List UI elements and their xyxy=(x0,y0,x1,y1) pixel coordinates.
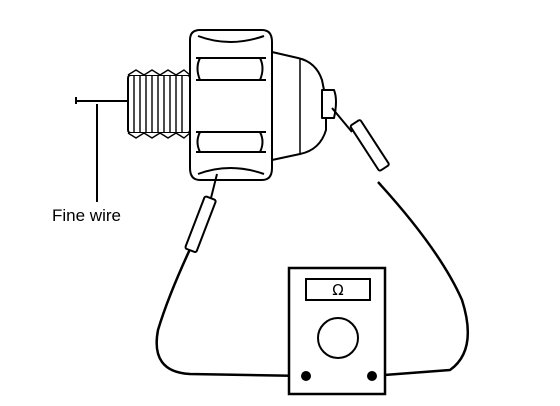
ohmmeter-display xyxy=(305,278,371,301)
negative-jack xyxy=(301,371,311,381)
switch-collar xyxy=(271,51,327,161)
negative-lead-wire xyxy=(155,227,307,378)
oil-pressure-switch xyxy=(127,29,337,181)
test-leads xyxy=(155,181,470,378)
fine-wire-label: Fine wire xyxy=(52,206,121,225)
threaded-shank xyxy=(127,69,191,139)
positive-jack xyxy=(367,371,377,381)
fine-wire xyxy=(75,97,132,104)
switch-terminal xyxy=(321,89,337,119)
negative-probe xyxy=(184,173,218,253)
positive-lead-wire xyxy=(371,181,470,378)
hex-nut xyxy=(189,29,273,181)
ohmmeter: Ω xyxy=(287,266,387,396)
positive-probe xyxy=(331,107,390,172)
ohmmeter-dial xyxy=(317,317,359,359)
ohm-symbol: Ω xyxy=(332,281,343,299)
fine-wire-callout: Fine wire xyxy=(52,104,121,225)
